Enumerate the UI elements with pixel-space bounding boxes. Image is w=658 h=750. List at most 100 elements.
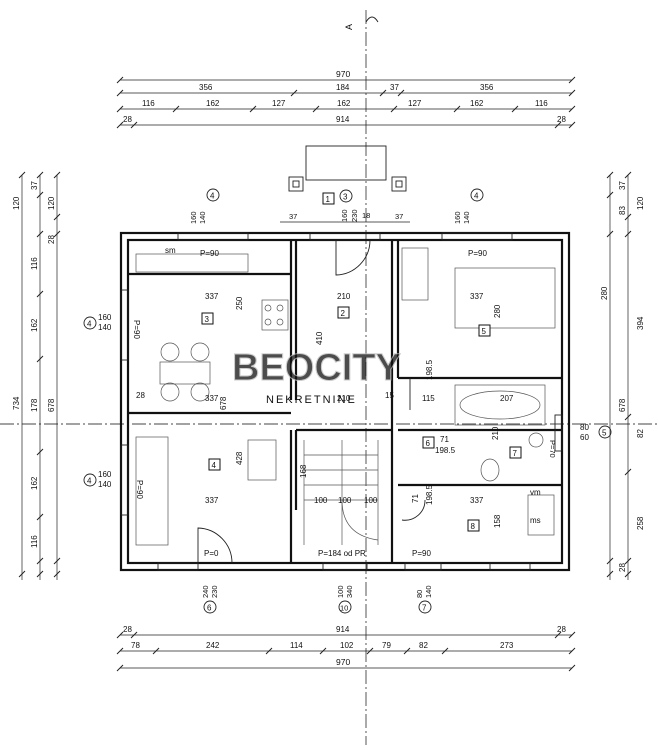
room-number-5: 5 <box>482 327 487 336</box>
label-sm: sm <box>165 246 176 255</box>
room4-parapet: P=0 <box>204 549 219 558</box>
room2-height: 410 <box>315 331 324 345</box>
dim-bottom-28-left: 28 <box>123 625 132 634</box>
dim-left-734: 734 <box>12 396 21 410</box>
door-swings <box>197 239 426 564</box>
stairs-100a: 100 <box>314 496 328 505</box>
room-numbers: 1 2 3 4 5 6 7 8 <box>201 192 522 532</box>
dim-left-120: 120 <box>12 196 21 210</box>
room-dimensions: 337 250 P=90 sm P=90 210 410 337 280 P=9… <box>132 246 557 558</box>
top-dimension-chains: 970 356 184 37 356 116 162 127 162 127 1… <box>116 69 576 129</box>
mid-210: 210 <box>337 394 351 403</box>
bottom-dimension-chains: 28 914 28 78 242 114 102 79 82 273 970 <box>116 625 576 672</box>
dim-right-120: 120 <box>636 196 645 210</box>
room2-1985: 198.5 <box>425 359 434 380</box>
dim-right-394: 394 <box>636 316 645 330</box>
room-number-3: 3 <box>205 315 210 324</box>
window-bottom-right-w: 80 <box>415 590 424 598</box>
stairs-100c: 100 <box>364 496 378 505</box>
dim-bottom-79: 79 <box>382 641 391 650</box>
section-marker: A <box>344 24 354 30</box>
wall-15: 15 <box>385 391 394 400</box>
window-bottom-center-h: 340 <box>345 585 354 598</box>
dim-right-678: 678 <box>618 398 627 412</box>
dim-left-120b: 120 <box>47 196 56 210</box>
dim-bottom-82: 82 <box>419 641 428 650</box>
room-number-4: 4 <box>212 461 217 470</box>
window-right-h: 60 <box>580 433 589 442</box>
room8-parapet: P=90 <box>412 549 431 558</box>
window-bottom-right-h: 140 <box>424 585 433 598</box>
room5-height: 280 <box>493 304 502 318</box>
axis-marker-4-left-upper: 4 <box>87 320 92 329</box>
furniture <box>135 247 556 546</box>
label-p70: P=70 <box>548 440 557 458</box>
window-top-right-h: 140 <box>462 211 471 224</box>
right-dimension-chains: 37 120 83 280 394 678 82 258 28 <box>600 171 645 580</box>
dim-right-258: 258 <box>636 516 645 530</box>
window-openings <box>120 232 563 571</box>
window-top-left-h: 140 <box>198 211 207 224</box>
dim-bottom-102: 102 <box>340 641 354 650</box>
room-number-6: 6 <box>426 439 431 448</box>
dim-top-356-left: 356 <box>199 83 213 92</box>
window-bottom-left-w: 240 <box>201 585 210 598</box>
dim-bottom-total: 970 <box>336 657 350 667</box>
dim-right-82: 82 <box>636 429 645 438</box>
dim-left-162b: 162 <box>30 476 39 490</box>
room3-width: 337 <box>205 292 219 301</box>
dim-right-280: 280 <box>600 286 609 300</box>
mid-height: 678 <box>219 396 228 410</box>
room-number-8: 8 <box>471 522 476 531</box>
label-p90-living: P=90 <box>135 480 144 499</box>
staircase <box>303 440 379 545</box>
room8-1985: 198.5 <box>425 484 434 505</box>
dim-bottom-273: 273 <box>500 641 514 650</box>
dim-right-28: 28 <box>618 563 627 572</box>
axis-marker-5: 5 <box>602 429 607 438</box>
interior-walls <box>128 240 562 563</box>
entrance-dim-37a: 37 <box>289 212 297 221</box>
dim-top-914: 914 <box>336 115 350 124</box>
room3-parapet: P=90 <box>200 249 219 258</box>
window-bottom-left-h: 230 <box>210 585 219 598</box>
window-top-right-w: 160 <box>453 211 462 224</box>
dim-bottom-114: 114 <box>290 641 303 650</box>
axis-marker-7: 7 <box>422 604 427 613</box>
dim-top-37a: 37 <box>390 83 399 92</box>
window-right-w: 80 <box>580 423 589 432</box>
dim-top-28-right: 28 <box>557 115 566 124</box>
room-number-2: 2 <box>341 309 346 318</box>
axis-marker-6: 6 <box>207 604 212 613</box>
label-ms: ms <box>530 516 541 525</box>
dim-bottom-28-right: 28 <box>557 625 566 634</box>
dim-top-28-left: 28 <box>123 115 132 124</box>
dim-bottom-78: 78 <box>131 641 140 650</box>
room6-71: 71 <box>440 435 449 444</box>
watermark: BEOCITY NEKRETNINE <box>231 346 401 406</box>
room6-1985: 198.5 <box>435 446 456 455</box>
dim-top-162-c: 162 <box>470 99 484 108</box>
window-left-lower-w: 160 <box>98 470 112 479</box>
dim-right-83: 83 <box>618 206 627 215</box>
dim-left-162a: 162 <box>30 318 39 332</box>
room8-71: 71 <box>411 494 420 503</box>
left-dimension-chains: 734 120 37 116 162 178 162 116 120 678 2… <box>12 171 61 580</box>
room-number-7: 7 <box>513 449 518 458</box>
mid-207: 207 <box>500 394 514 403</box>
wall-28: 28 <box>136 391 145 400</box>
room3-height: 250 <box>235 296 244 310</box>
window-bottom-center-w: 100 <box>336 585 345 598</box>
dim-top-184: 184 <box>336 83 350 92</box>
mid-width: 337 <box>205 394 219 403</box>
dim-left-116b: 116 <box>30 535 39 548</box>
dim-bottom-242: 242 <box>206 641 220 650</box>
watermark-subtitle: NEKRETNINE <box>266 394 357 406</box>
axis-marker-4-top-left: 4 <box>210 192 215 201</box>
dim-left-116a: 116 <box>30 257 39 270</box>
dim-top-356-right: 356 <box>480 83 494 92</box>
room-number-1: 1 <box>326 195 331 204</box>
room5-parapet: P=90 <box>468 249 487 258</box>
dim-left-37: 37 <box>30 181 39 190</box>
